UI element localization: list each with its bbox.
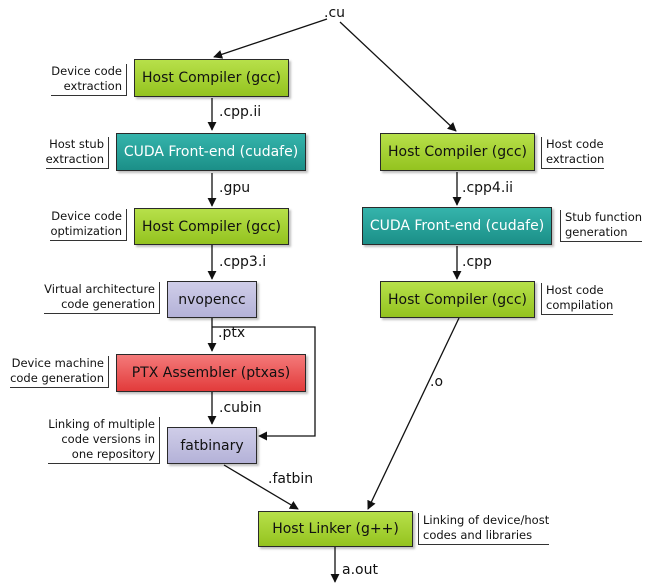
note-device-code-extraction: Device code extraction (51, 64, 127, 96)
source-file-label: .cu (324, 5, 346, 21)
note-virtual-arch-codegen: Virtual architecture code generation (44, 282, 160, 314)
host-linker-box: Host Linker (g++) (258, 511, 413, 547)
edge-label-cubin: .cubin (219, 400, 262, 416)
edge-label-cpp-ii: .cpp.ii (219, 104, 262, 120)
note-host-stub-extraction: Host stub extraction (45, 137, 109, 169)
edge-label-gpu: .gpu (219, 180, 251, 196)
edge-ptx-bypass (212, 326, 316, 441)
note-device-code-optimization: Device code optimization (50, 209, 127, 241)
edge-label-cpp3-i: .cpp3.i (219, 254, 267, 270)
host-cuda-frontend-box: CUDA Front-end (cudafe) (362, 207, 552, 245)
edge-label-fatbin: .fatbin (268, 471, 314, 487)
device-optimization-compiler-box: Host Compiler (gcc) (134, 208, 289, 245)
edge-label-ptx: .ptx (218, 325, 246, 341)
note-linking-device-host: Linking of device/host codes and librari… (418, 513, 550, 545)
edge-label-o: .o (430, 374, 444, 390)
output-file-label: a.out (342, 562, 378, 578)
edge-fatbin (223, 464, 299, 510)
host-compiler-compilation-box: Host Compiler (gcc) (380, 281, 535, 318)
ptx-assembler-box: PTX Assembler (ptxas) (116, 354, 306, 392)
note-stub-function-generation: Stub function generation (560, 210, 643, 242)
nvopencc-box: nvopencc (167, 281, 257, 318)
note-host-code-compilation: Host code compilation (541, 283, 614, 315)
edge-label-cpp4-ii: .cpp4.ii (462, 180, 514, 196)
edge-label-cpp: .cpp (462, 254, 492, 270)
note-device-machine-codegen: Device machine code generation (10, 356, 109, 388)
note-host-code-extraction: Host code extraction (541, 137, 605, 169)
edge-cu-to-device-gcc (213, 18, 328, 59)
fatbinary-box: fatbinary (167, 427, 257, 464)
device-host-compiler-box: Host Compiler (gcc) (134, 59, 289, 97)
edge-cu-to-host-gcc (339, 21, 457, 132)
edge-o (367, 317, 460, 510)
host-compiler-extraction-box: Host Compiler (gcc) (380, 133, 535, 171)
device-cuda-frontend-box: CUDA Front-end (cudafe) (116, 133, 306, 171)
note-linking-multiple-versions: Linking of multiple code versions in one… (48, 417, 160, 464)
